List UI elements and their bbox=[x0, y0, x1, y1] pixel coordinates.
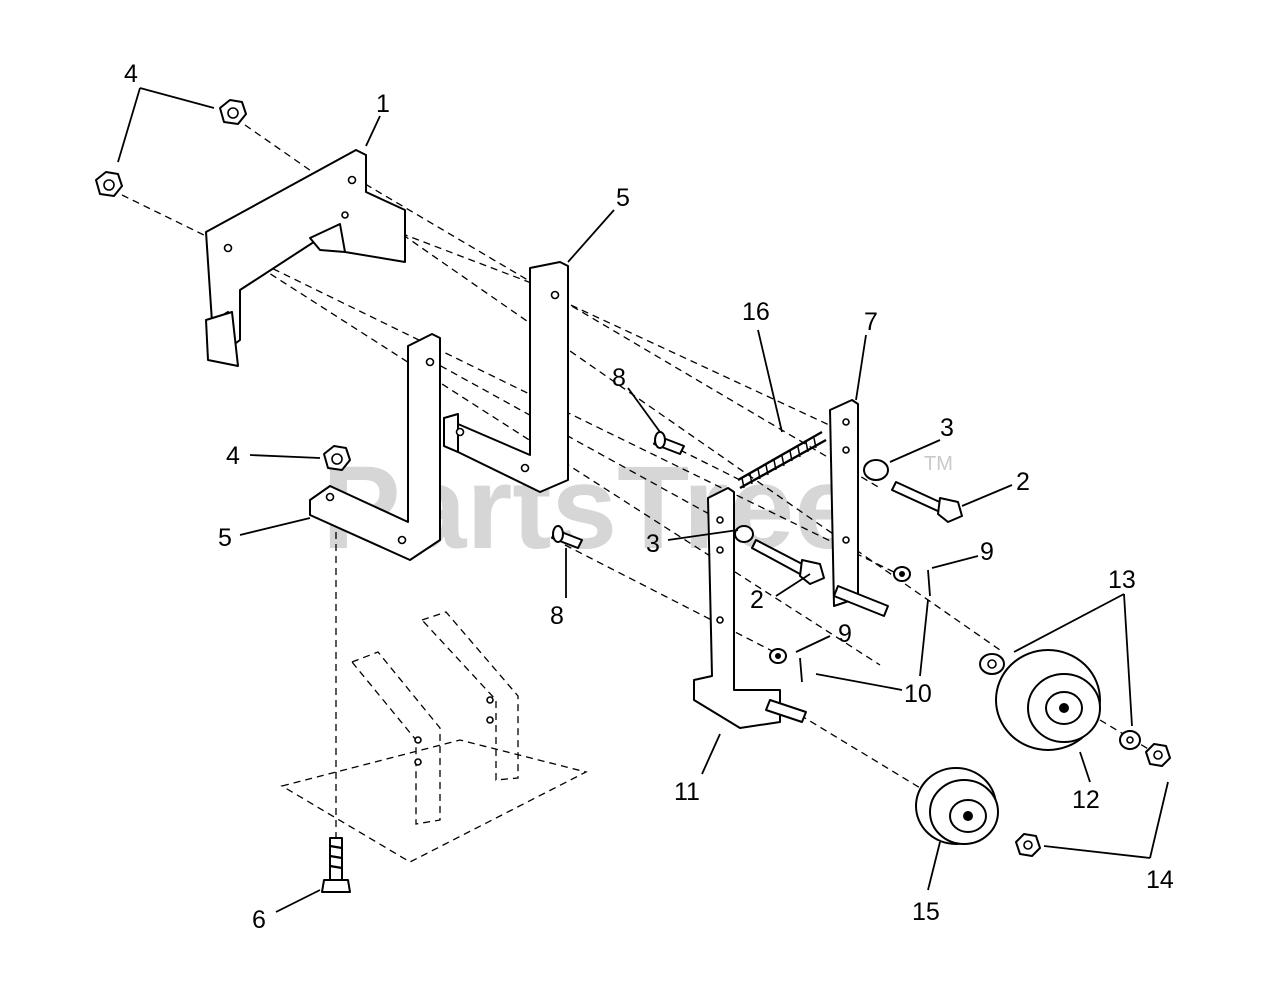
part-14-nut-right bbox=[1145, 743, 1171, 767]
callout-13: 13 bbox=[1108, 566, 1136, 594]
part-4-nut-lower bbox=[323, 445, 351, 471]
part-11-pulley-arm bbox=[693, 487, 781, 729]
callout-leaders bbox=[117, 87, 1169, 913]
stud-on-arm-11 bbox=[765, 699, 807, 723]
callout-6: 6 bbox=[252, 906, 266, 934]
part-10-cotter-pin-lower bbox=[799, 657, 803, 683]
part-9-washer-upper bbox=[893, 566, 911, 582]
callout-3-lower: 3 bbox=[646, 530, 660, 558]
part-14-nut-left bbox=[1015, 833, 1041, 857]
part-9-washer-lower bbox=[769, 648, 787, 664]
callout-9-upper: 9 bbox=[980, 538, 994, 566]
callout-9-lower: 9 bbox=[838, 620, 852, 648]
part-5-bracket-front bbox=[309, 333, 441, 561]
callout-4-lower: 4 bbox=[226, 442, 240, 470]
callout-3-upper: 3 bbox=[940, 414, 954, 442]
part-7-idler-arm bbox=[829, 399, 859, 607]
part-2-bolt-upper bbox=[891, 481, 963, 523]
callout-10: 10 bbox=[904, 680, 932, 708]
stud-on-arm-7 bbox=[833, 585, 889, 617]
part-3-spacer-upper bbox=[863, 459, 889, 481]
part-8-pin-upper bbox=[653, 431, 685, 455]
part-15-pulley-small bbox=[915, 767, 999, 845]
mounting-plate-assembly bbox=[280, 611, 588, 863]
callout-8-lower: 8 bbox=[550, 602, 564, 630]
callout-5-rear: 5 bbox=[616, 184, 630, 212]
callout-11: 11 bbox=[674, 778, 700, 806]
part-13-washer-right bbox=[1119, 730, 1141, 750]
part-13-washer-left bbox=[979, 653, 1005, 675]
part-16-spring bbox=[737, 430, 827, 490]
callout-labels: 4 1 5 16 7 8 3 4 2 5 3 9 13 2 8 9 10 11 … bbox=[124, 60, 1174, 934]
part-2-bolt-lower bbox=[751, 539, 825, 585]
part-10-cotter-pin-upper bbox=[927, 569, 931, 597]
callout-1: 1 bbox=[376, 90, 390, 118]
callout-2-upper: 2 bbox=[1016, 468, 1030, 496]
part-8-pin-lower bbox=[551, 525, 583, 549]
callout-5-front: 5 bbox=[218, 524, 232, 552]
callout-8-upper: 8 bbox=[612, 364, 626, 392]
callout-12: 12 bbox=[1072, 786, 1100, 814]
part-6-bolt bbox=[321, 837, 351, 893]
callout-7: 7 bbox=[864, 308, 878, 336]
part-4-nut-left bbox=[95, 171, 123, 197]
callout-14: 14 bbox=[1146, 866, 1174, 894]
callout-4-top: 4 bbox=[124, 60, 138, 88]
part-3-spacer-lower bbox=[734, 525, 754, 543]
callout-15: 15 bbox=[912, 898, 940, 926]
part-12-pulley-large bbox=[995, 649, 1101, 751]
watermark-trademark: TM bbox=[924, 453, 953, 475]
part-5-bracket-rear bbox=[443, 261, 569, 493]
part-1-bracket-plate bbox=[205, 149, 406, 367]
callout-2-lower: 2 bbox=[750, 586, 764, 614]
callout-16: 16 bbox=[742, 298, 770, 326]
part-4-nut-upper bbox=[219, 99, 247, 125]
